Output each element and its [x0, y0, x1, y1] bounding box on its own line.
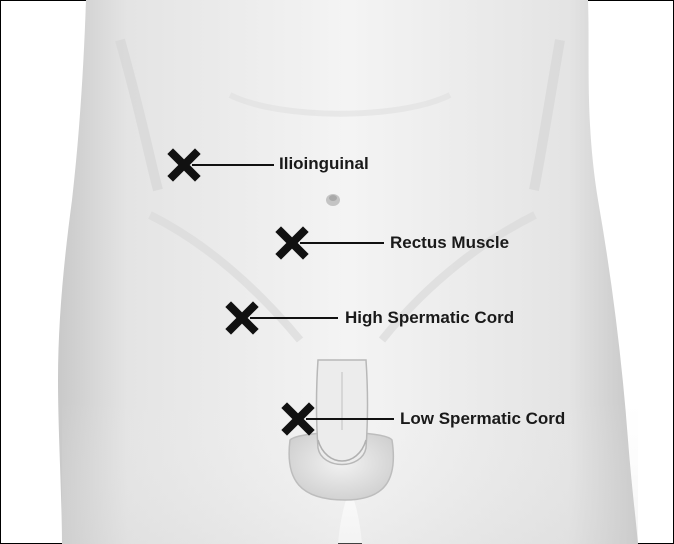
label-high-spermatic-cord: High Spermatic Cord	[345, 309, 514, 326]
label-rectus-muscle: Rectus Muscle	[390, 234, 509, 251]
label-low-spermatic-cord: Low Spermatic Cord	[400, 410, 565, 427]
label-ilioinguinal: Ilioinguinal	[279, 155, 369, 172]
